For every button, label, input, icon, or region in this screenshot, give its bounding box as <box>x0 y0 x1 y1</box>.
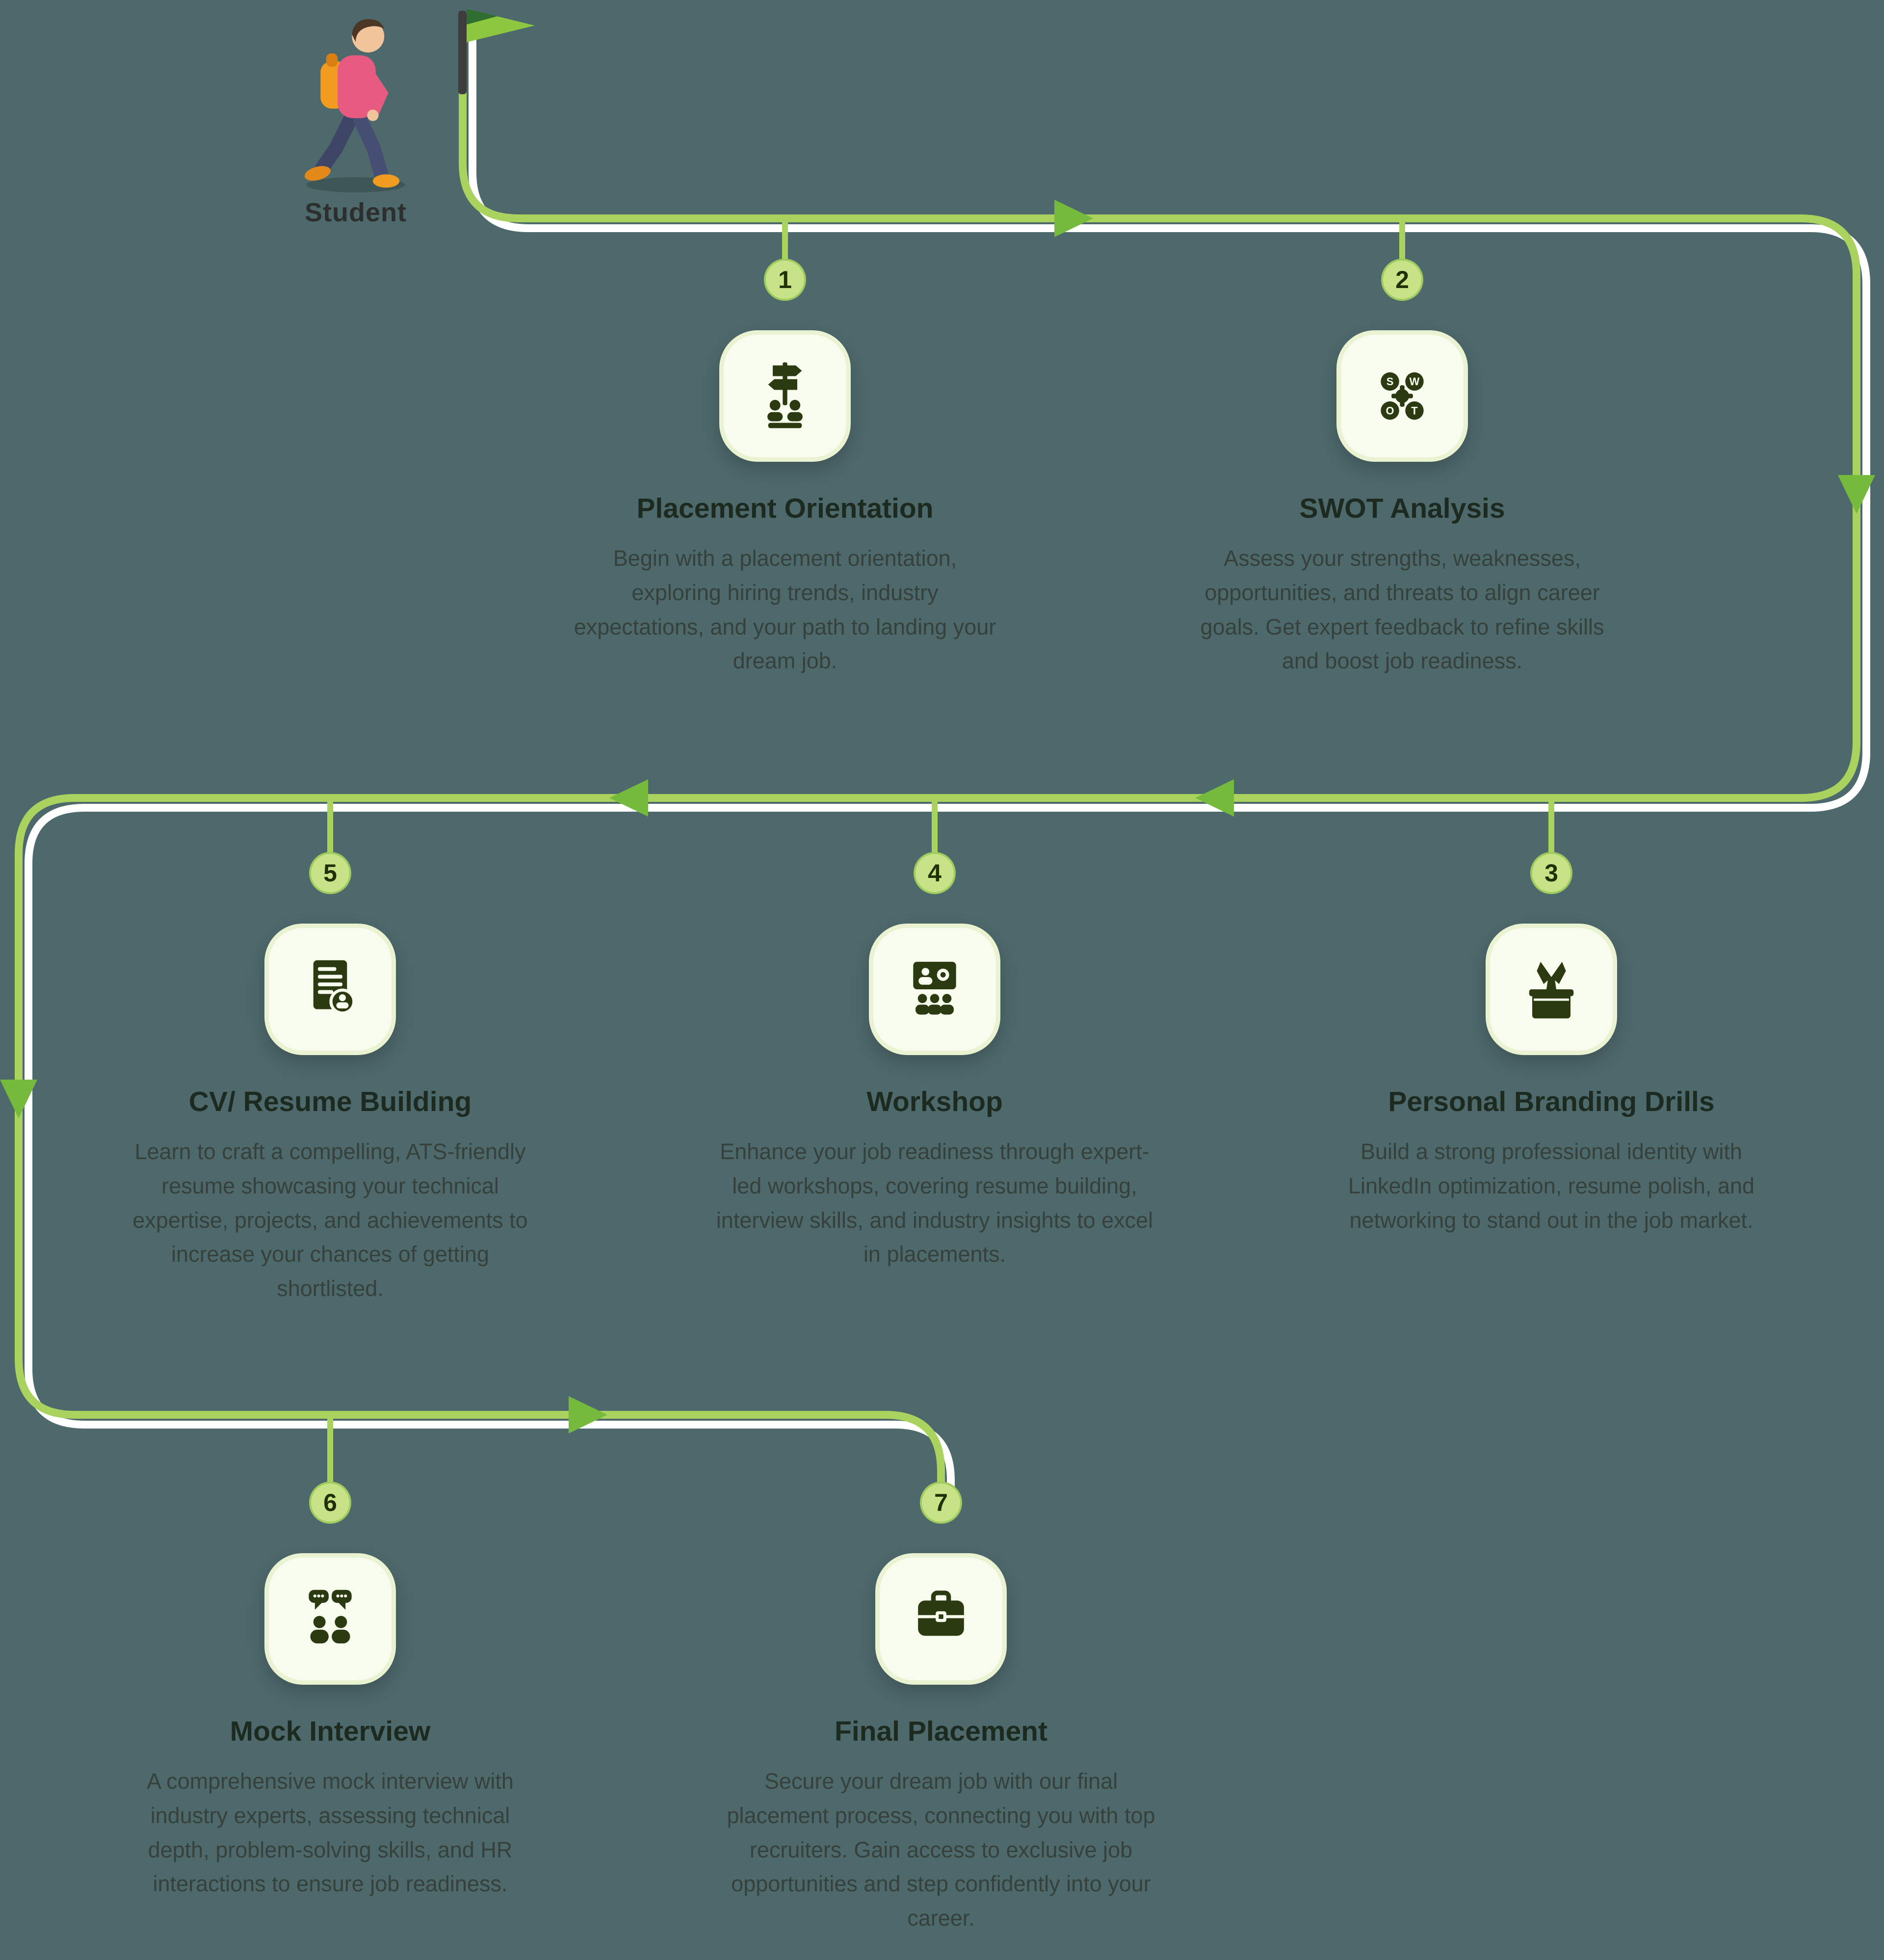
step-4-workshop: 4 Workshop Enhance your job readiness th… <box>704 852 1165 1271</box>
step-icon-card <box>264 1553 396 1685</box>
step-number-badge: 7 <box>920 1482 962 1524</box>
resume-document-icon <box>313 960 356 1015</box>
step-number-badge: 5 <box>309 852 351 894</box>
step-icon-card <box>869 924 1000 1055</box>
path-white-line <box>25 22 1870 1494</box>
step-title: Mock Interview <box>230 1716 431 1747</box>
svg-text:S: S <box>1387 375 1394 388</box>
step-number-badge: 6 <box>309 1482 351 1524</box>
svg-text:O: O <box>1386 404 1394 417</box>
step-number-badge: 1 <box>764 259 806 301</box>
step-description: A comprehensive mock interview with indu… <box>147 1769 514 1897</box>
step-6-mock-interview: 6 Mock Interview A comprehensive mock in… <box>100 1482 561 1901</box>
path-green-line <box>15 12 1860 1484</box>
step-7-final-placement: 7 Final Placement Secure your dream job … <box>710 1482 1172 1935</box>
step-number-badge: 3 <box>1530 852 1572 894</box>
walking-student-illustration <box>304 19 405 193</box>
step-title: CV/ Resume Building <box>188 1086 472 1117</box>
step-title: SWOT Analysis <box>1299 493 1505 524</box>
webinar-presentation-icon <box>913 961 956 1015</box>
step-number-badge: 4 <box>914 852 956 894</box>
step-icon-card <box>1486 924 1617 1055</box>
step-connector-stems <box>327 222 1554 1502</box>
step-description: Secure your dream job with our final pla… <box>727 1769 1155 1931</box>
step-1-placement-orientation: 1 Placement Orientation Begin with a pla… <box>554 259 1016 678</box>
step-icon-card <box>264 924 396 1055</box>
svg-text:T: T <box>1411 404 1418 417</box>
step-description: Begin with a placement orientation, expl… <box>574 546 996 674</box>
step-icon-card <box>875 1553 1007 1685</box>
briefcase-icon <box>918 1590 964 1636</box>
step-title: Personal Branding Drills <box>1388 1086 1715 1117</box>
step-2-swot-analysis: 2 S W O T SWOT Analysis Assess your s <box>1172 259 1633 678</box>
swot-gears-icon: S W O T <box>1381 372 1424 420</box>
student-figure: Student <box>272 4 439 228</box>
step-3-personal-branding-drills: 3 Personal Branding Drills Build a stron… <box>1321 852 1782 1237</box>
tie-in-box-icon <box>1529 961 1574 1019</box>
step-icon-card: S W O T <box>1336 330 1468 462</box>
step-icon-card <box>719 330 851 462</box>
step-title: Workshop <box>866 1086 1003 1117</box>
step-description: Assess your strengths, weaknesses, oppor… <box>1200 546 1604 674</box>
svg-text:W: W <box>1410 375 1420 388</box>
student-label: Student <box>305 198 407 227</box>
step-number-badge: 2 <box>1381 259 1423 301</box>
step-description: Learn to craft a compelling, ATS-friendl… <box>132 1139 528 1301</box>
step-title: Final Placement <box>835 1716 1047 1747</box>
step-5-cv-resume-building: 5 CV/ Resume Building Learn to craft a c… <box>100 852 561 1306</box>
step-description: Build a strong professional identity wit… <box>1348 1139 1754 1233</box>
step-description: Enhance your job readiness through exper… <box>716 1139 1153 1267</box>
start-flag-icon <box>458 9 535 94</box>
signpost-meeting-icon <box>767 362 803 428</box>
path-direction-arrows <box>0 200 1875 1433</box>
step-title: Placement Orientation <box>636 493 934 524</box>
interview-chat-icon <box>309 1589 352 1643</box>
